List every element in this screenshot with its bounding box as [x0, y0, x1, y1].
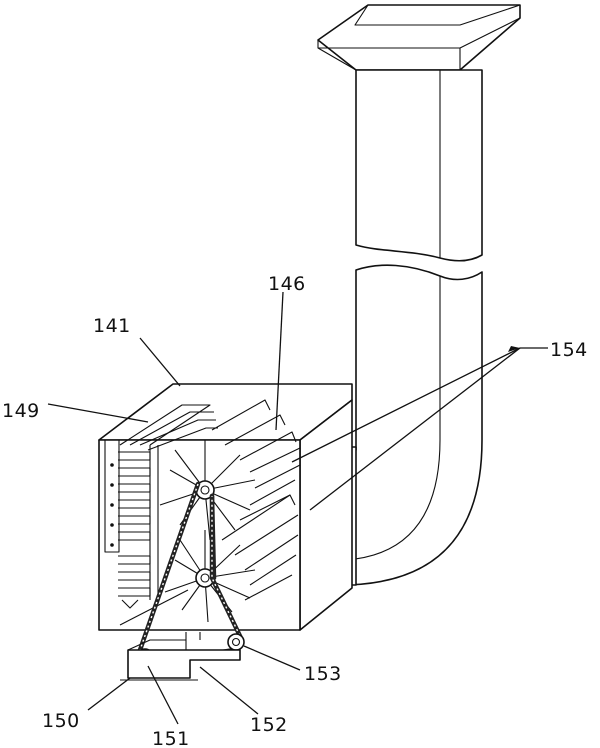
housing-box	[98, 383, 353, 631]
reference-labels: 141 146 149 154 150 151 152 153	[2, 273, 588, 748]
coil-plate-dots	[110, 463, 114, 547]
exhaust-duct	[317, 4, 521, 586]
label-149: 149	[2, 400, 40, 422]
leader-lines	[47, 291, 548, 725]
label-141: 141	[93, 315, 131, 337]
label-146: 146	[268, 273, 306, 295]
upper-blade-rotor	[159, 399, 301, 541]
label-153: 153	[304, 663, 342, 685]
label-150: 150	[42, 710, 80, 732]
coil-assembly	[104, 404, 218, 609]
lower-blade-rotor	[164, 494, 299, 623]
label-151: 151	[152, 728, 190, 748]
motor-base	[120, 632, 241, 681]
label-154: 154	[550, 339, 588, 361]
label-152: 152	[250, 714, 288, 736]
